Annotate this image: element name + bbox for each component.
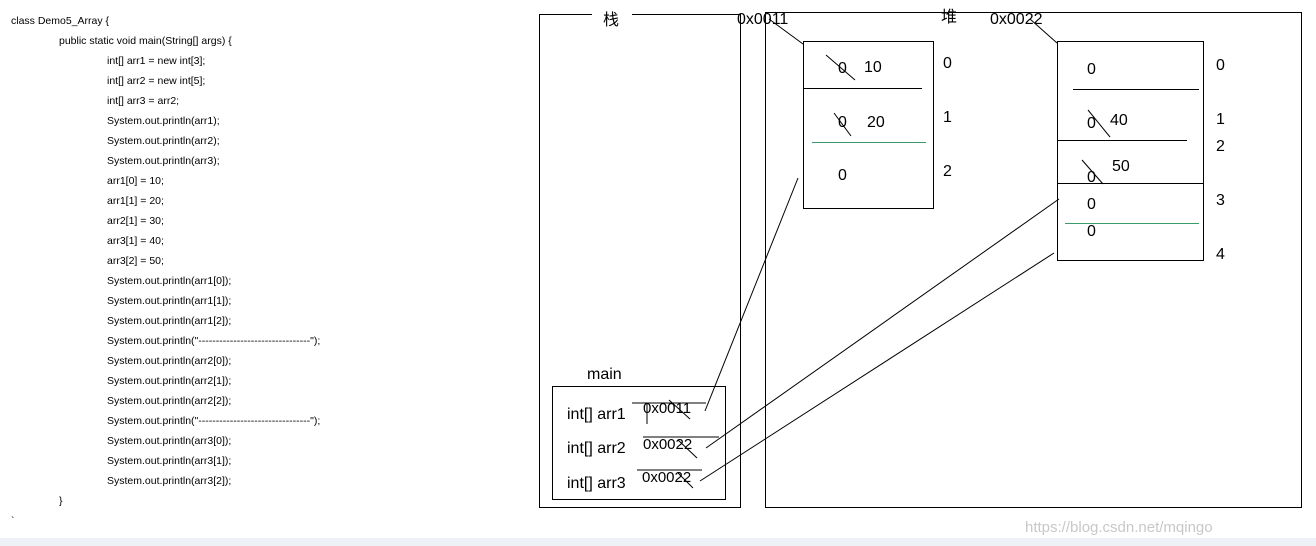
stack-var-arr1: int[] arr1 0x0011 xyxy=(567,399,706,424)
cell-value: 50 xyxy=(1112,158,1130,175)
cell-value: 20 xyxy=(867,114,885,131)
array-address: 0x0022 xyxy=(990,11,1043,28)
code-line: System.out.println(arr3); xyxy=(107,155,220,167)
stack-label: 栈 xyxy=(603,11,619,29)
code-line: System.out.println(arr2[1]); xyxy=(107,375,232,387)
code-line: ` xyxy=(11,515,15,527)
watermark: https://blog.csdn.net/mqingo xyxy=(1025,519,1213,536)
main-frame: main int[] arr1 0x0011 int[] arr2 0x0022… xyxy=(552,366,726,500)
stack-region: 栈 xyxy=(539,8,741,508)
stack-var-name: int[] arr2 xyxy=(567,440,626,457)
array-index: 4 xyxy=(1216,246,1225,263)
code-line: arr3[1] = 40; xyxy=(107,235,164,247)
stack-var-name: int[] arr3 xyxy=(567,475,626,492)
stack-var-value: 0x0011 xyxy=(643,400,691,417)
code-line: System.out.println("--------------------… xyxy=(107,415,321,427)
code-line: int[] arr2 = new int[5]; xyxy=(107,75,206,87)
code-line: System.out.println(arr3[0]); xyxy=(107,435,232,447)
heap-label: 堆 xyxy=(941,8,957,26)
code-line: arr3[2] = 50; xyxy=(107,255,164,267)
code-line: System.out.println(arr1[1]); xyxy=(107,295,232,307)
code-line: System.out.println(arr2); xyxy=(107,135,220,147)
heap-array-0x0022: 0x0022 0 0 40 0 50 0 0 0 1 2 3 4 xyxy=(990,11,1225,263)
array-index: 2 xyxy=(1216,138,1225,155)
code-line: public static void main(String[] args) { xyxy=(59,35,232,47)
array-address: 0x0011 xyxy=(737,11,788,28)
code-line: int[] arr3 = arr2; xyxy=(107,95,180,107)
cell-value: 10 xyxy=(864,59,882,76)
cell-old-value: 0 xyxy=(1087,196,1096,213)
array-cell: 0 xyxy=(1087,196,1096,213)
array-cell: 0 xyxy=(1087,61,1096,78)
code-line: class Demo5_Array { xyxy=(11,15,110,27)
array-cell: 0 50 xyxy=(1081,158,1130,186)
stack-var-arr3: int[] arr3 0x0022 xyxy=(567,469,702,492)
code-line: System.out.println(arr3[1]); xyxy=(107,455,232,467)
array-cell: 0 xyxy=(838,167,847,184)
cell-value: 40 xyxy=(1110,112,1128,129)
stack-var-value: 0x0022 xyxy=(643,436,692,453)
code-line: arr1[0] = 10; xyxy=(107,175,164,187)
heap-array-0x0011: 0x0011 0 10 0 20 0 0 1 2 xyxy=(737,11,952,209)
code-line: System.out.println(arr3[2]); xyxy=(107,475,232,487)
stack-var-name: int[] arr1 xyxy=(567,406,626,423)
code-line: System.out.println(arr1); xyxy=(107,115,220,127)
cell-old-value: 0 xyxy=(1087,169,1096,186)
array-cell: 0 40 xyxy=(1087,109,1128,138)
code-line: System.out.println(arr1[2]); xyxy=(107,315,232,327)
code-line: int[] arr1 = new int[3]; xyxy=(107,55,206,67)
cell-old-value: 0 xyxy=(1087,223,1096,240)
array-index: 2 xyxy=(943,163,952,180)
cell-old-value: 0 xyxy=(1087,115,1096,132)
code-line: System.out.println(arr2[2]); xyxy=(107,395,232,407)
array-index: 3 xyxy=(1216,192,1225,209)
cell-old-value: 0 xyxy=(1087,61,1096,78)
stack-var-arr2: int[] arr2 0x0022 xyxy=(567,436,719,459)
array-cell: 0 20 xyxy=(833,112,885,137)
code-line: System.out.println(arr1[0]); xyxy=(107,275,232,287)
code-line: System.out.println(arr2[0]); xyxy=(107,355,232,367)
footer-strip xyxy=(0,538,1316,546)
code-line: arr1[1] = 20; xyxy=(107,195,164,207)
stack-var-value: 0x0022 xyxy=(642,469,691,486)
array-index: 1 xyxy=(943,109,952,126)
code-listing: class Demo5_Array { public static void ma… xyxy=(0,0,520,540)
cell-old-value: 0 xyxy=(838,167,847,184)
code-line: System.out.println("--------------------… xyxy=(107,335,321,347)
arr1-reference-line xyxy=(704,177,799,412)
array-index: 0 xyxy=(943,55,952,72)
array-cell: 0 10 xyxy=(825,54,882,81)
arr3-reference-line xyxy=(699,252,1055,482)
arr2-reference-line xyxy=(705,198,1060,449)
code-line: } xyxy=(59,495,63,507)
cell-old-value: 0 xyxy=(838,114,847,131)
reference-lines xyxy=(699,177,1060,482)
array-index: 0 xyxy=(1216,57,1225,74)
array-index: 1 xyxy=(1216,111,1225,128)
cell-old-value: 0 xyxy=(838,60,847,77)
array-cell: 0 xyxy=(1087,223,1096,240)
frame-label: main xyxy=(587,366,622,383)
code-line: arr2[1] = 30; xyxy=(107,215,164,227)
